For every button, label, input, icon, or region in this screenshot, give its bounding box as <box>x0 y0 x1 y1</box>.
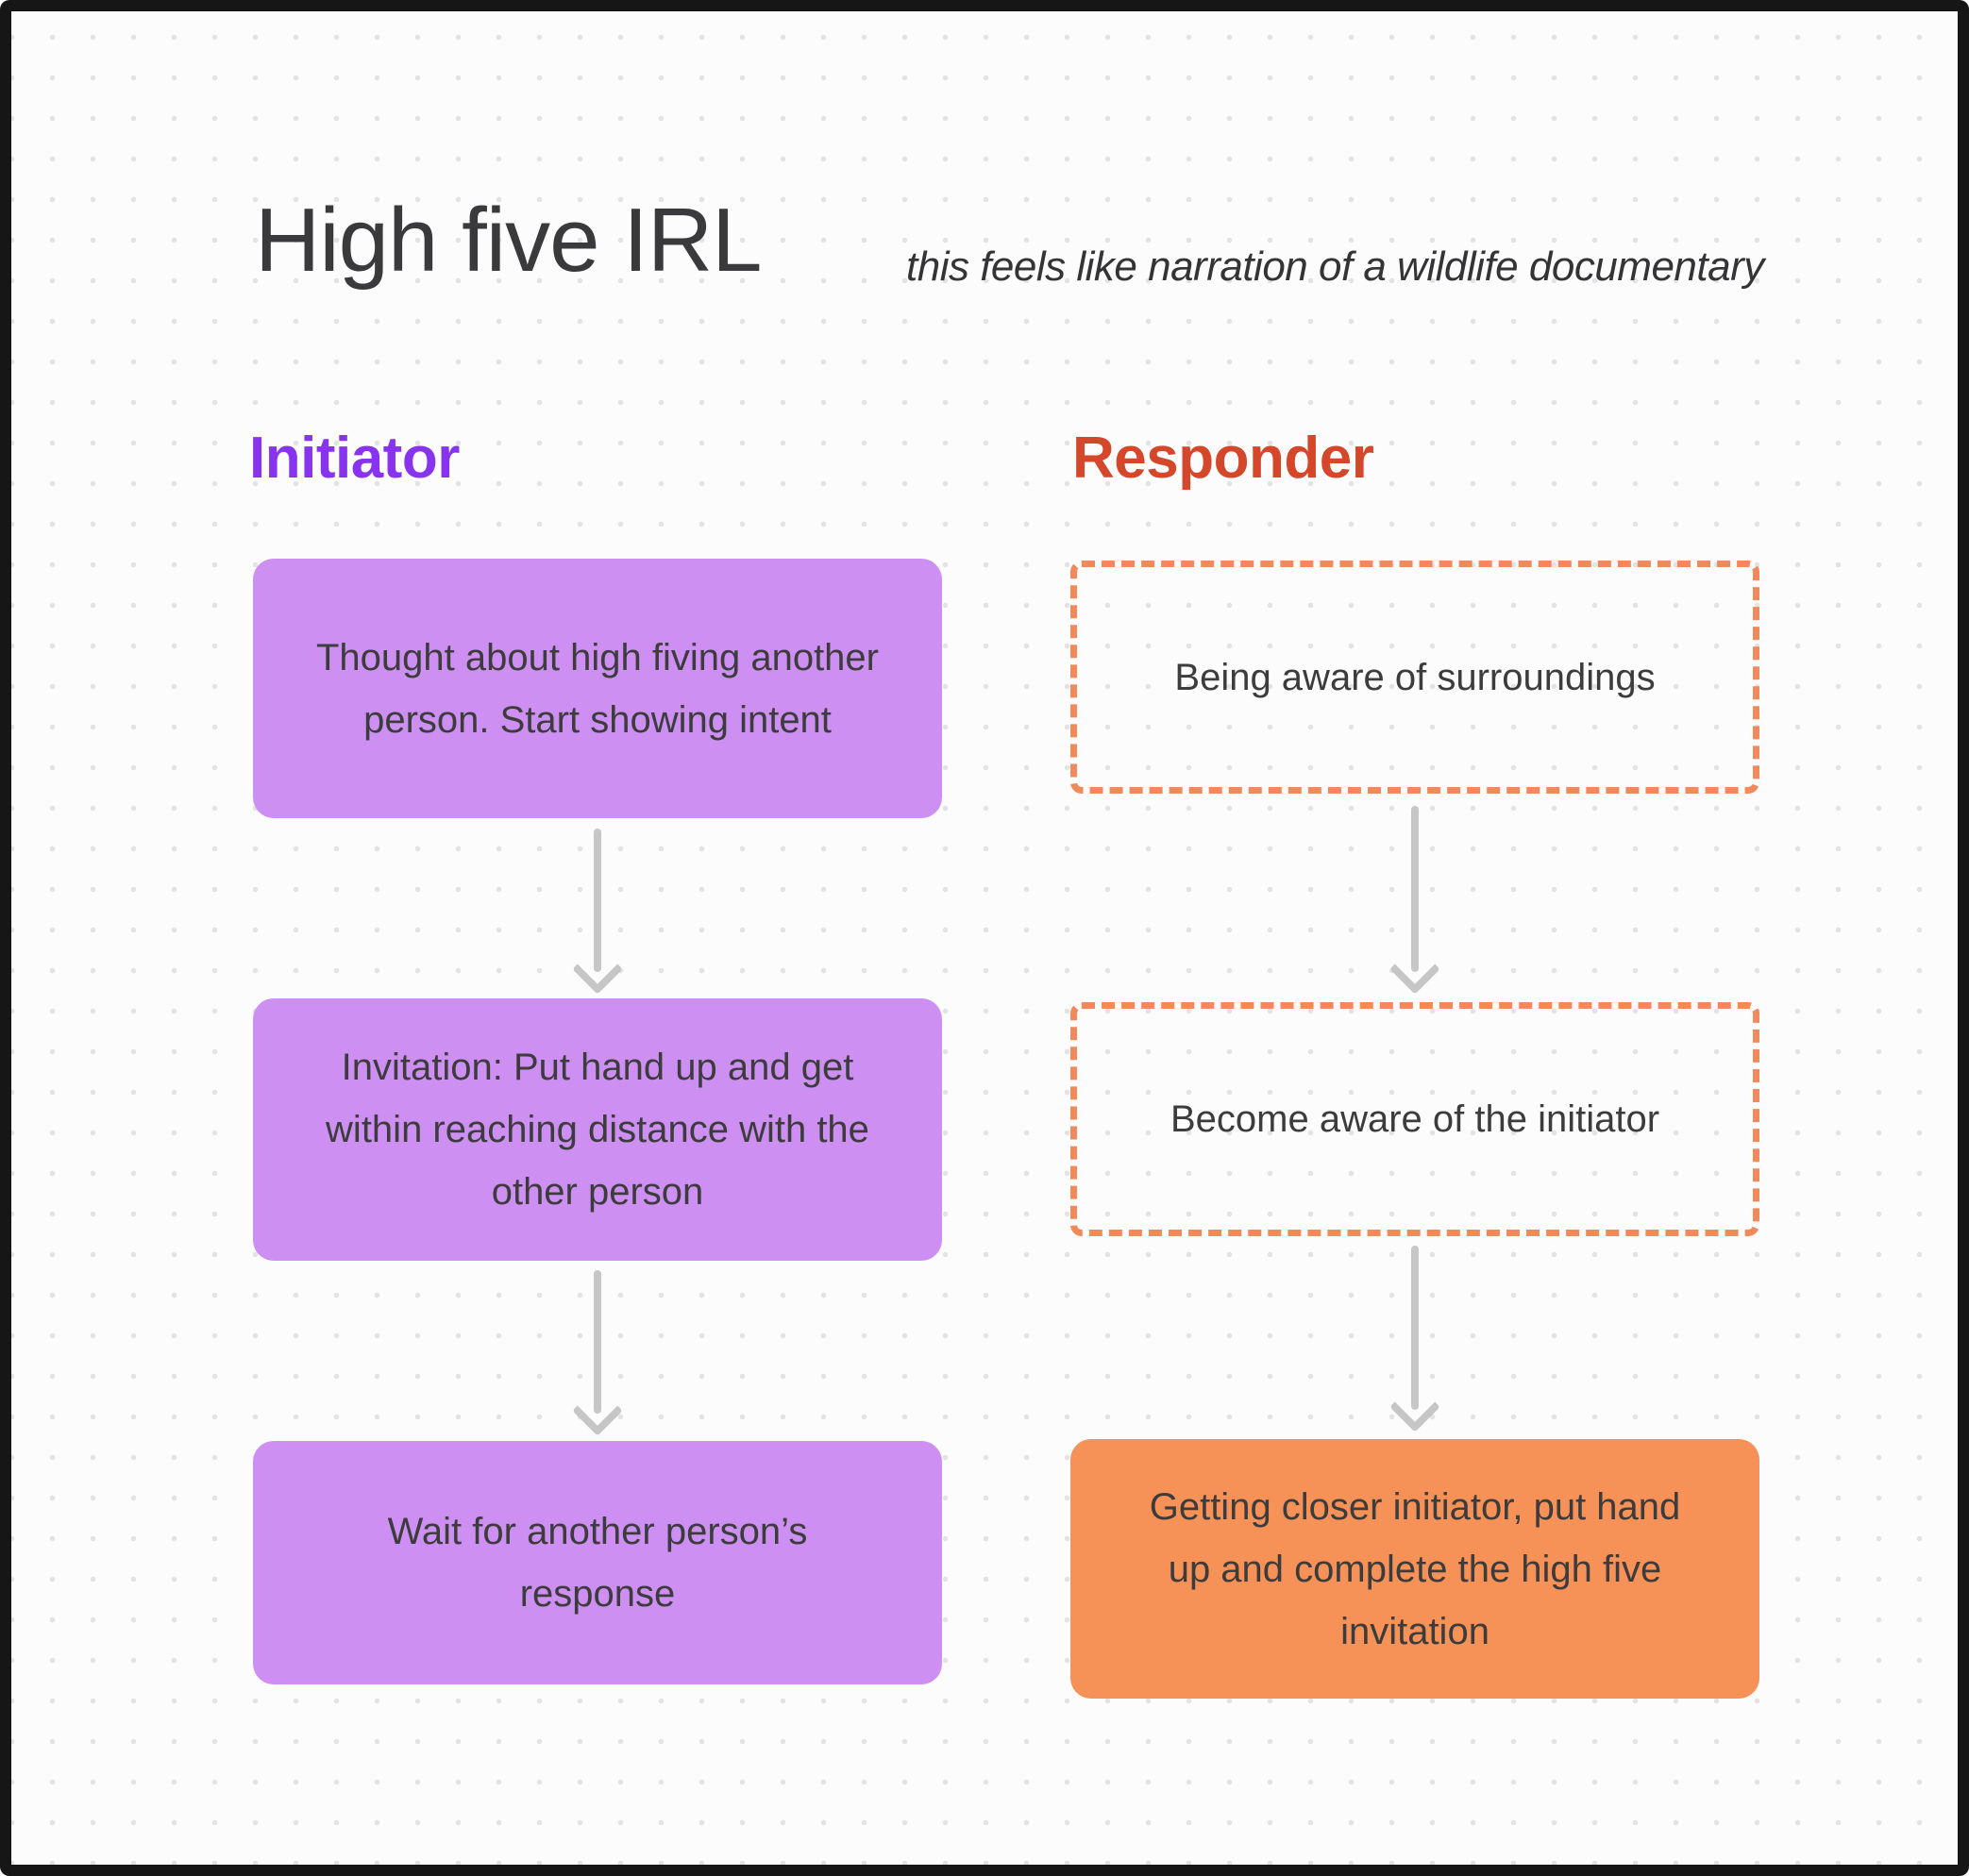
flow-node-responder-step-3: Getting closer initiator, put hand up an… <box>1070 1439 1759 1699</box>
column-header-responder: Responder <box>1072 426 1374 491</box>
arrow-head <box>572 944 623 995</box>
flow-node-initiator-step-2: Invitation: Put hand up and get within r… <box>253 998 942 1261</box>
arrow-down-icon <box>569 829 626 995</box>
column-header-initiator: Initiator <box>249 426 460 491</box>
arrow-head <box>1389 944 1440 995</box>
arrow-head <box>572 1385 623 1436</box>
arrow-shaft <box>1411 1246 1419 1410</box>
page-subtitle: this feels like narration of a wildlife … <box>906 243 1764 290</box>
arrow-down-icon <box>1387 806 1443 995</box>
flow-node-responder-step-1: Being aware of surroundings <box>1070 561 1759 794</box>
arrow-shaft <box>594 829 601 972</box>
arrow-down-icon <box>569 1270 626 1436</box>
arrow-down-icon <box>1387 1246 1443 1432</box>
flow-node-responder-step-2: Become aware of the initiator <box>1070 1002 1759 1236</box>
page-title: High five IRL <box>255 190 763 291</box>
arrow-head <box>1389 1382 1440 1432</box>
arrow-shaft <box>1411 806 1419 972</box>
arrow-shaft <box>594 1270 601 1414</box>
flow-node-initiator-step-1: Thought about high fiving another person… <box>253 559 942 818</box>
flow-node-initiator-step-3: Wait for another person’s response <box>253 1441 942 1684</box>
